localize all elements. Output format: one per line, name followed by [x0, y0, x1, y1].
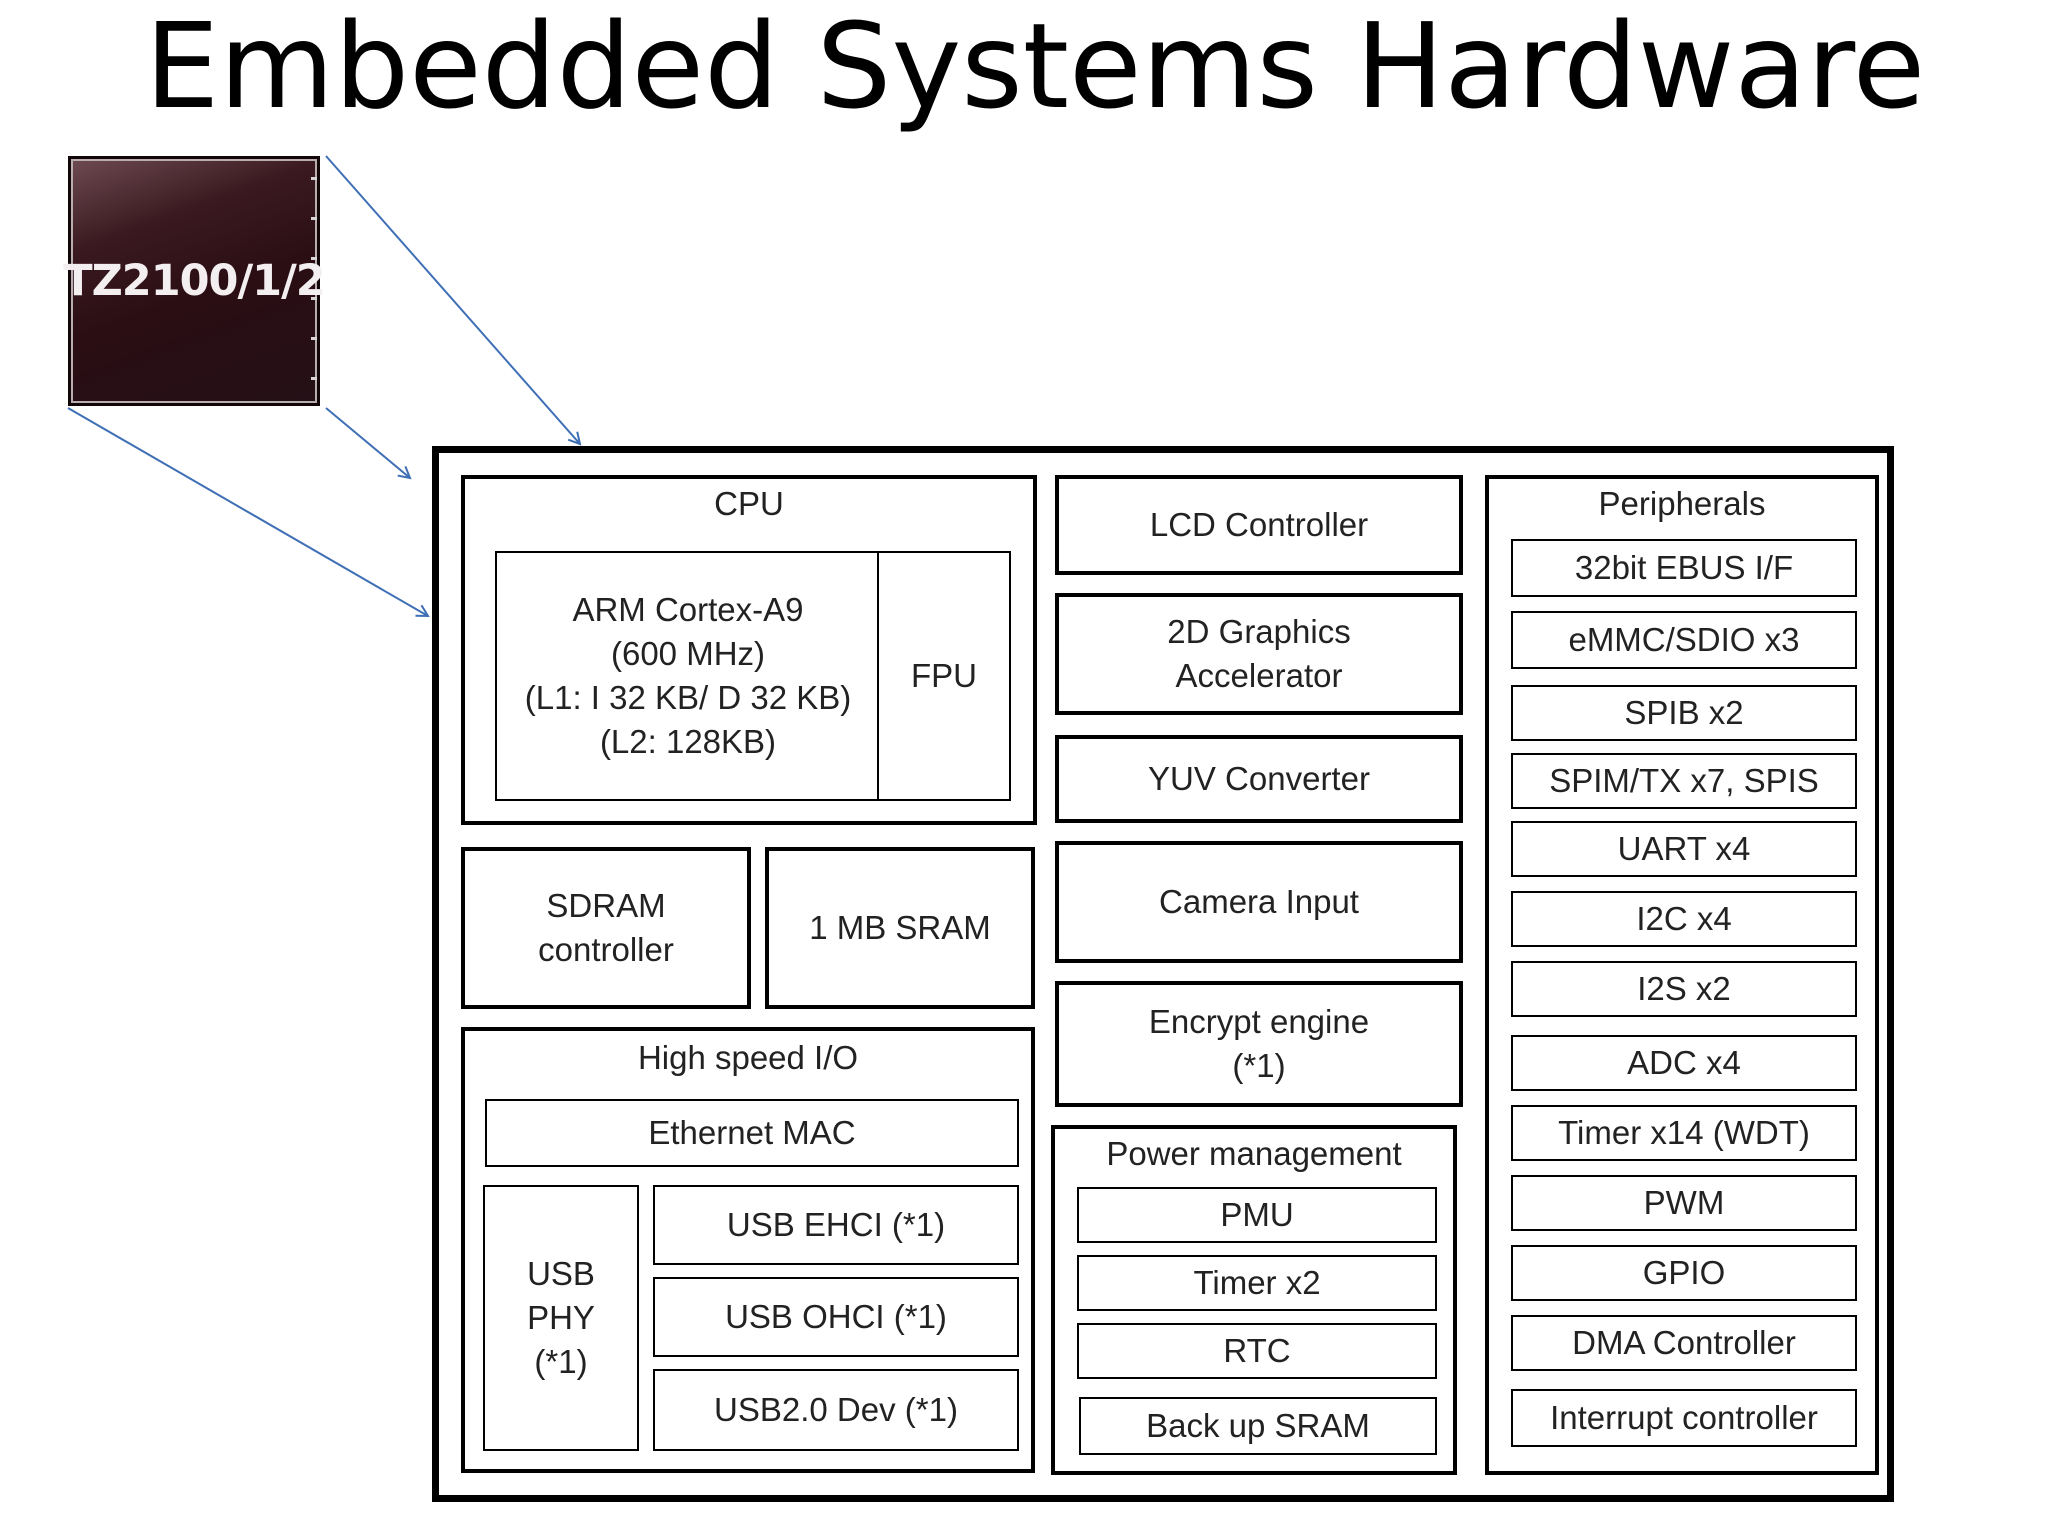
chip-pin [311, 217, 317, 220]
emmc-sdio-block: eMMC/SDIO x3 [1511, 611, 1857, 669]
usb-ohci-label: USB OHCI (*1) [725, 1298, 947, 1335]
usb-ehci-label: USB EHCI (*1) [726, 1206, 946, 1243]
usb-phy-block: USB PHY (*1) [483, 1185, 639, 1451]
arrow-to-bottom [67, 407, 428, 616]
dma-controller-block: DMA Controller [1511, 1315, 1857, 1371]
camera-input-label: Camera Input [1159, 883, 1359, 920]
sram-block: 1 MB SRAM [765, 847, 1035, 1009]
i2s-block: I2S x2 [1511, 961, 1857, 1017]
ebus-block: 32bit EBUS I/F [1511, 539, 1857, 597]
chip-pin [311, 177, 317, 180]
rtc-label: RTC [1223, 1332, 1291, 1369]
interrupt-controller-label: Interrupt controller [1550, 1399, 1818, 1436]
pmu-label: PMU [1220, 1196, 1294, 1233]
interrupt-controller-block: Interrupt controller [1511, 1389, 1857, 1447]
i2c-label: I2C x4 [1636, 900, 1732, 937]
chip-pin [311, 337, 317, 340]
soc-block-diagram: CPU ARM Cortex-A9 (600 MHz) (L1: I 32 KB… [432, 446, 1894, 1502]
timer-wdt-block: Timer x14 (WDT) [1511, 1105, 1857, 1161]
cpu-core-block: ARM Cortex-A9 (600 MHz) (L1: I 32 KB/ D … [495, 551, 881, 801]
fpu-block: FPU [877, 551, 1011, 801]
camera-input-block: Camera Input [1055, 841, 1463, 963]
chip-pin [311, 257, 317, 260]
spib-label: SPIB x2 [1624, 694, 1744, 731]
sdram-label: SDRAM controller [538, 887, 674, 968]
high-speed-io-block: High speed I/O Ethernet MAC USB PHY (*1)… [461, 1027, 1035, 1473]
lcd-controller-block: LCD Controller [1055, 475, 1463, 575]
gpio-label: GPIO [1642, 1254, 1726, 1291]
chip-label: TZ2100/1/2 [63, 256, 325, 306]
timer-x2-block: Timer x2 [1077, 1255, 1437, 1311]
usb-ehci-block: USB EHCI (*1) [653, 1185, 1019, 1265]
usb-ohci-block: USB OHCI (*1) [653, 1277, 1019, 1357]
power-management-title: Power management [1106, 1135, 1402, 1172]
chip-image: TZ2100/1/2 [63, 156, 326, 406]
pwm-block: PWM [1511, 1175, 1857, 1231]
graphics-accelerator-block: 2D Graphics Accelerator [1055, 593, 1463, 715]
spim-spis-block: SPIM/TX x7, SPIS [1511, 753, 1857, 809]
rtc-block: RTC [1077, 1323, 1437, 1379]
cpu-title: CPU [714, 485, 784, 522]
ethernet-mac-label: Ethernet MAC [648, 1114, 856, 1151]
graphics-accelerator-label: 2D Graphics Accelerator [1167, 613, 1351, 694]
pmu-block: PMU [1077, 1187, 1437, 1243]
cpu-core-label: ARM Cortex-A9 (600 MHz) (L1: I 32 KB/ D … [524, 591, 852, 760]
i2c-block: I2C x4 [1511, 891, 1857, 947]
pwm-label: PWM [1643, 1184, 1725, 1221]
fpu-label: FPU [911, 657, 977, 694]
usb-dev-label: USB2.0 Dev (*1) [714, 1391, 958, 1428]
spim-spis-label: SPIM/TX x7, SPIS [1549, 762, 1819, 799]
sdram-controller-block: SDRAM controller [461, 847, 751, 1009]
ethernet-mac-block: Ethernet MAC [485, 1099, 1019, 1167]
arrow-to-top [325, 155, 580, 444]
spib-block: SPIB x2 [1511, 685, 1857, 741]
peripherals-title: Peripherals [1598, 485, 1766, 522]
chip-pin [311, 377, 317, 380]
uart-label: UART x4 [1617, 830, 1751, 867]
i2s-label: I2S x2 [1637, 970, 1731, 1007]
gpio-block: GPIO [1511, 1245, 1857, 1301]
yuv-converter-label: YUV Converter [1148, 760, 1370, 797]
chip-pin [311, 297, 317, 300]
ebus-label: 32bit EBUS I/F [1574, 549, 1794, 586]
high-speed-io-title: High speed I/O [637, 1039, 859, 1076]
timer-x2-label: Timer x2 [1193, 1264, 1321, 1301]
arrow-to-side [325, 407, 410, 478]
uart-block: UART x4 [1511, 821, 1857, 877]
encrypt-engine-label: Encrypt engine (*1) [1148, 1003, 1370, 1084]
backup-sram-label: Back up SRAM [1146, 1407, 1370, 1444]
adc-block: ADC x4 [1511, 1035, 1857, 1091]
lcd-controller-label: LCD Controller [1149, 506, 1369, 543]
sram-label: 1 MB SRAM [809, 909, 991, 946]
page-title: Embedded Systems Hardware [144, 0, 1926, 135]
usb-phy-label: USB PHY (*1) [527, 1255, 595, 1380]
peripherals-block: Peripherals 32bit EBUS I/F eMMC/SDIO x3 … [1485, 475, 1879, 1475]
yuv-converter-block: YUV Converter [1055, 735, 1463, 823]
emmc-sdio-label: eMMC/SDIO x3 [1568, 621, 1800, 658]
power-management-block: Power management PMU Timer x2 RTC Back u… [1051, 1125, 1457, 1475]
backup-sram-block: Back up SRAM [1079, 1397, 1437, 1455]
usb-dev-block: USB2.0 Dev (*1) [653, 1369, 1019, 1451]
encrypt-engine-block: Encrypt engine (*1) [1055, 981, 1463, 1107]
timer-wdt-label: Timer x14 (WDT) [1558, 1114, 1810, 1151]
cpu-block: CPU ARM Cortex-A9 (600 MHz) (L1: I 32 KB… [461, 475, 1037, 825]
adc-label: ADC x4 [1627, 1044, 1741, 1081]
dma-controller-label: DMA Controller [1572, 1324, 1796, 1361]
